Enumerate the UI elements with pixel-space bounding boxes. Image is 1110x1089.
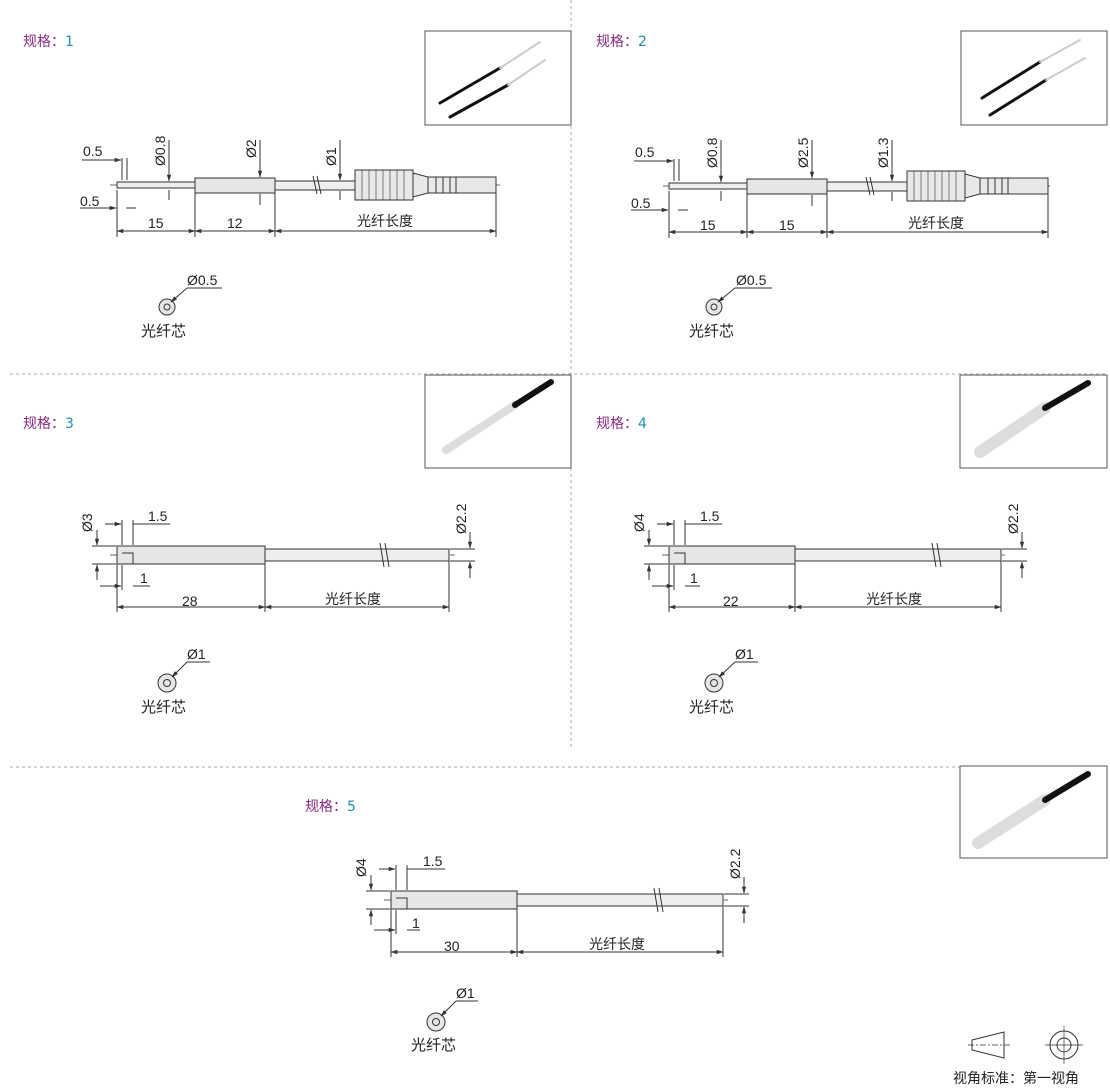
dim-seg-1: 22 bbox=[723, 593, 739, 609]
spec-3-dimension-labels: 1.5 1 28 光纤长度 Ø3 Ø2.2 bbox=[79, 503, 469, 609]
dim-groove: 1 bbox=[412, 915, 420, 931]
core-dim: Ø0.5 bbox=[187, 272, 218, 288]
dim-d-head: Ø4 bbox=[631, 513, 647, 532]
core-label: 光纤芯 bbox=[411, 1037, 456, 1054]
spec-3-drawing bbox=[92, 520, 475, 612]
dim-step: 1.5 bbox=[700, 508, 720, 524]
spec-2-core: Ø0.5 光纤芯 bbox=[689, 272, 772, 340]
thumbnail-2 bbox=[960, 30, 1108, 126]
dim-seg-1: 30 bbox=[444, 938, 460, 954]
core-label: 光纤芯 bbox=[141, 323, 186, 340]
thumbnail-5 bbox=[959, 765, 1108, 859]
core-dim: Ø1 bbox=[735, 646, 754, 662]
dim-fiber-length: 光纤长度 bbox=[866, 591, 922, 607]
spec-4-core: Ø1 光纤芯 bbox=[689, 646, 758, 716]
spec-number: 2 bbox=[638, 34, 647, 50]
dim-d-body: Ø2.5 bbox=[795, 137, 811, 168]
dim-seg-1: 15 bbox=[148, 215, 164, 231]
spec-5-label: 规格：5 bbox=[305, 796, 356, 816]
dim-fiber-length: 光纤长度 bbox=[908, 215, 964, 231]
dim-fiber-length: 光纤长度 bbox=[357, 213, 413, 229]
dim-d-fiber: Ø1 bbox=[323, 147, 339, 166]
spec-key: 规格： bbox=[596, 34, 638, 50]
dim-groove: 1 bbox=[140, 570, 148, 586]
spec-1-core: Ø0.5 光纤芯 bbox=[141, 272, 222, 340]
core-dim: Ø0.5 bbox=[736, 272, 767, 288]
dim-tip-2: 0.5 bbox=[631, 195, 651, 211]
spec-5-core: Ø1 光纤芯 bbox=[411, 985, 478, 1054]
core-dim: Ø1 bbox=[456, 985, 475, 1001]
spec-key: 规格： bbox=[23, 34, 65, 50]
spec-number: 1 bbox=[65, 34, 74, 50]
spec-4-label: 规格：4 bbox=[596, 413, 647, 433]
projection-symbol bbox=[968, 1026, 1083, 1064]
spec-2-label: 规格：2 bbox=[596, 31, 647, 51]
dim-seg-1: 15 bbox=[700, 217, 716, 233]
dim-seg-1: 28 bbox=[182, 593, 198, 609]
dim-tip-1: 0.5 bbox=[635, 144, 655, 160]
spec-4-drawing bbox=[644, 520, 1027, 612]
spec-number: 5 bbox=[347, 799, 356, 815]
core-label: 光纤芯 bbox=[689, 699, 734, 716]
core-label: 光纤芯 bbox=[689, 323, 734, 340]
spec-2-dimension-labels: 0.5 0.5 15 15 光纤长度 Ø0.8 Ø2.5 Ø1.3 bbox=[631, 137, 964, 233]
spec-5-dimension-labels: 1.5 1 30 光纤长度 Ø4 Ø2.2 bbox=[353, 848, 743, 954]
spec-1-dimension-labels: 0.5 0.5 15 12 光纤长度 Ø0.8 Ø2 Ø1 bbox=[80, 135, 413, 231]
dim-step: 1.5 bbox=[423, 853, 443, 869]
dim-d-body: Ø2 bbox=[243, 139, 259, 158]
dim-d-tip: Ø0.8 bbox=[704, 137, 720, 168]
spec-5-drawing bbox=[366, 865, 749, 957]
dim-fiber-length: 光纤长度 bbox=[589, 936, 645, 952]
thumbnail-3 bbox=[424, 374, 572, 469]
spec-2-drawing bbox=[631, 140, 1050, 238]
spec-4-dimension-labels: 1.5 1 22 光纤长度 Ø4 Ø2.2 bbox=[631, 503, 1021, 609]
core-label: 光纤芯 bbox=[141, 699, 186, 716]
dim-d-cable: Ø2.2 bbox=[727, 848, 743, 879]
dim-d-cable: Ø2.2 bbox=[453, 503, 469, 534]
dim-groove: 1 bbox=[690, 570, 698, 586]
spec-3-label: 规格：3 bbox=[23, 413, 74, 433]
spec-number: 3 bbox=[65, 416, 74, 432]
dim-seg-2: 15 bbox=[779, 217, 795, 233]
dim-fiber-length: 光纤长度 bbox=[325, 591, 381, 607]
projection-label: 视角标准：第一视角 bbox=[953, 1070, 1079, 1086]
spec-1-label: 规格：1 bbox=[23, 31, 74, 51]
spec-1-drawing bbox=[80, 140, 500, 237]
dim-d-cable: Ø2.2 bbox=[1005, 503, 1021, 534]
spec-number: 4 bbox=[638, 416, 647, 432]
spec-key: 规格： bbox=[23, 416, 65, 432]
dim-d-tip: Ø0.8 bbox=[152, 135, 168, 166]
dim-tip-1: 0.5 bbox=[83, 143, 103, 159]
thumbnail-4 bbox=[959, 374, 1108, 469]
dim-d-fiber: Ø1.3 bbox=[875, 137, 891, 168]
spec-3-core: Ø1 光纤芯 bbox=[141, 646, 210, 716]
thumbnail-1 bbox=[424, 30, 572, 126]
spec-key: 规格： bbox=[305, 799, 347, 815]
dim-d-head: Ø3 bbox=[79, 513, 95, 532]
core-dim: Ø1 bbox=[187, 646, 206, 662]
dim-step: 1.5 bbox=[148, 508, 168, 524]
dim-tip-2: 0.5 bbox=[80, 193, 100, 209]
dim-seg-2: 12 bbox=[227, 215, 243, 231]
spec-key: 规格： bbox=[596, 416, 638, 432]
dim-d-head: Ø4 bbox=[353, 858, 369, 877]
